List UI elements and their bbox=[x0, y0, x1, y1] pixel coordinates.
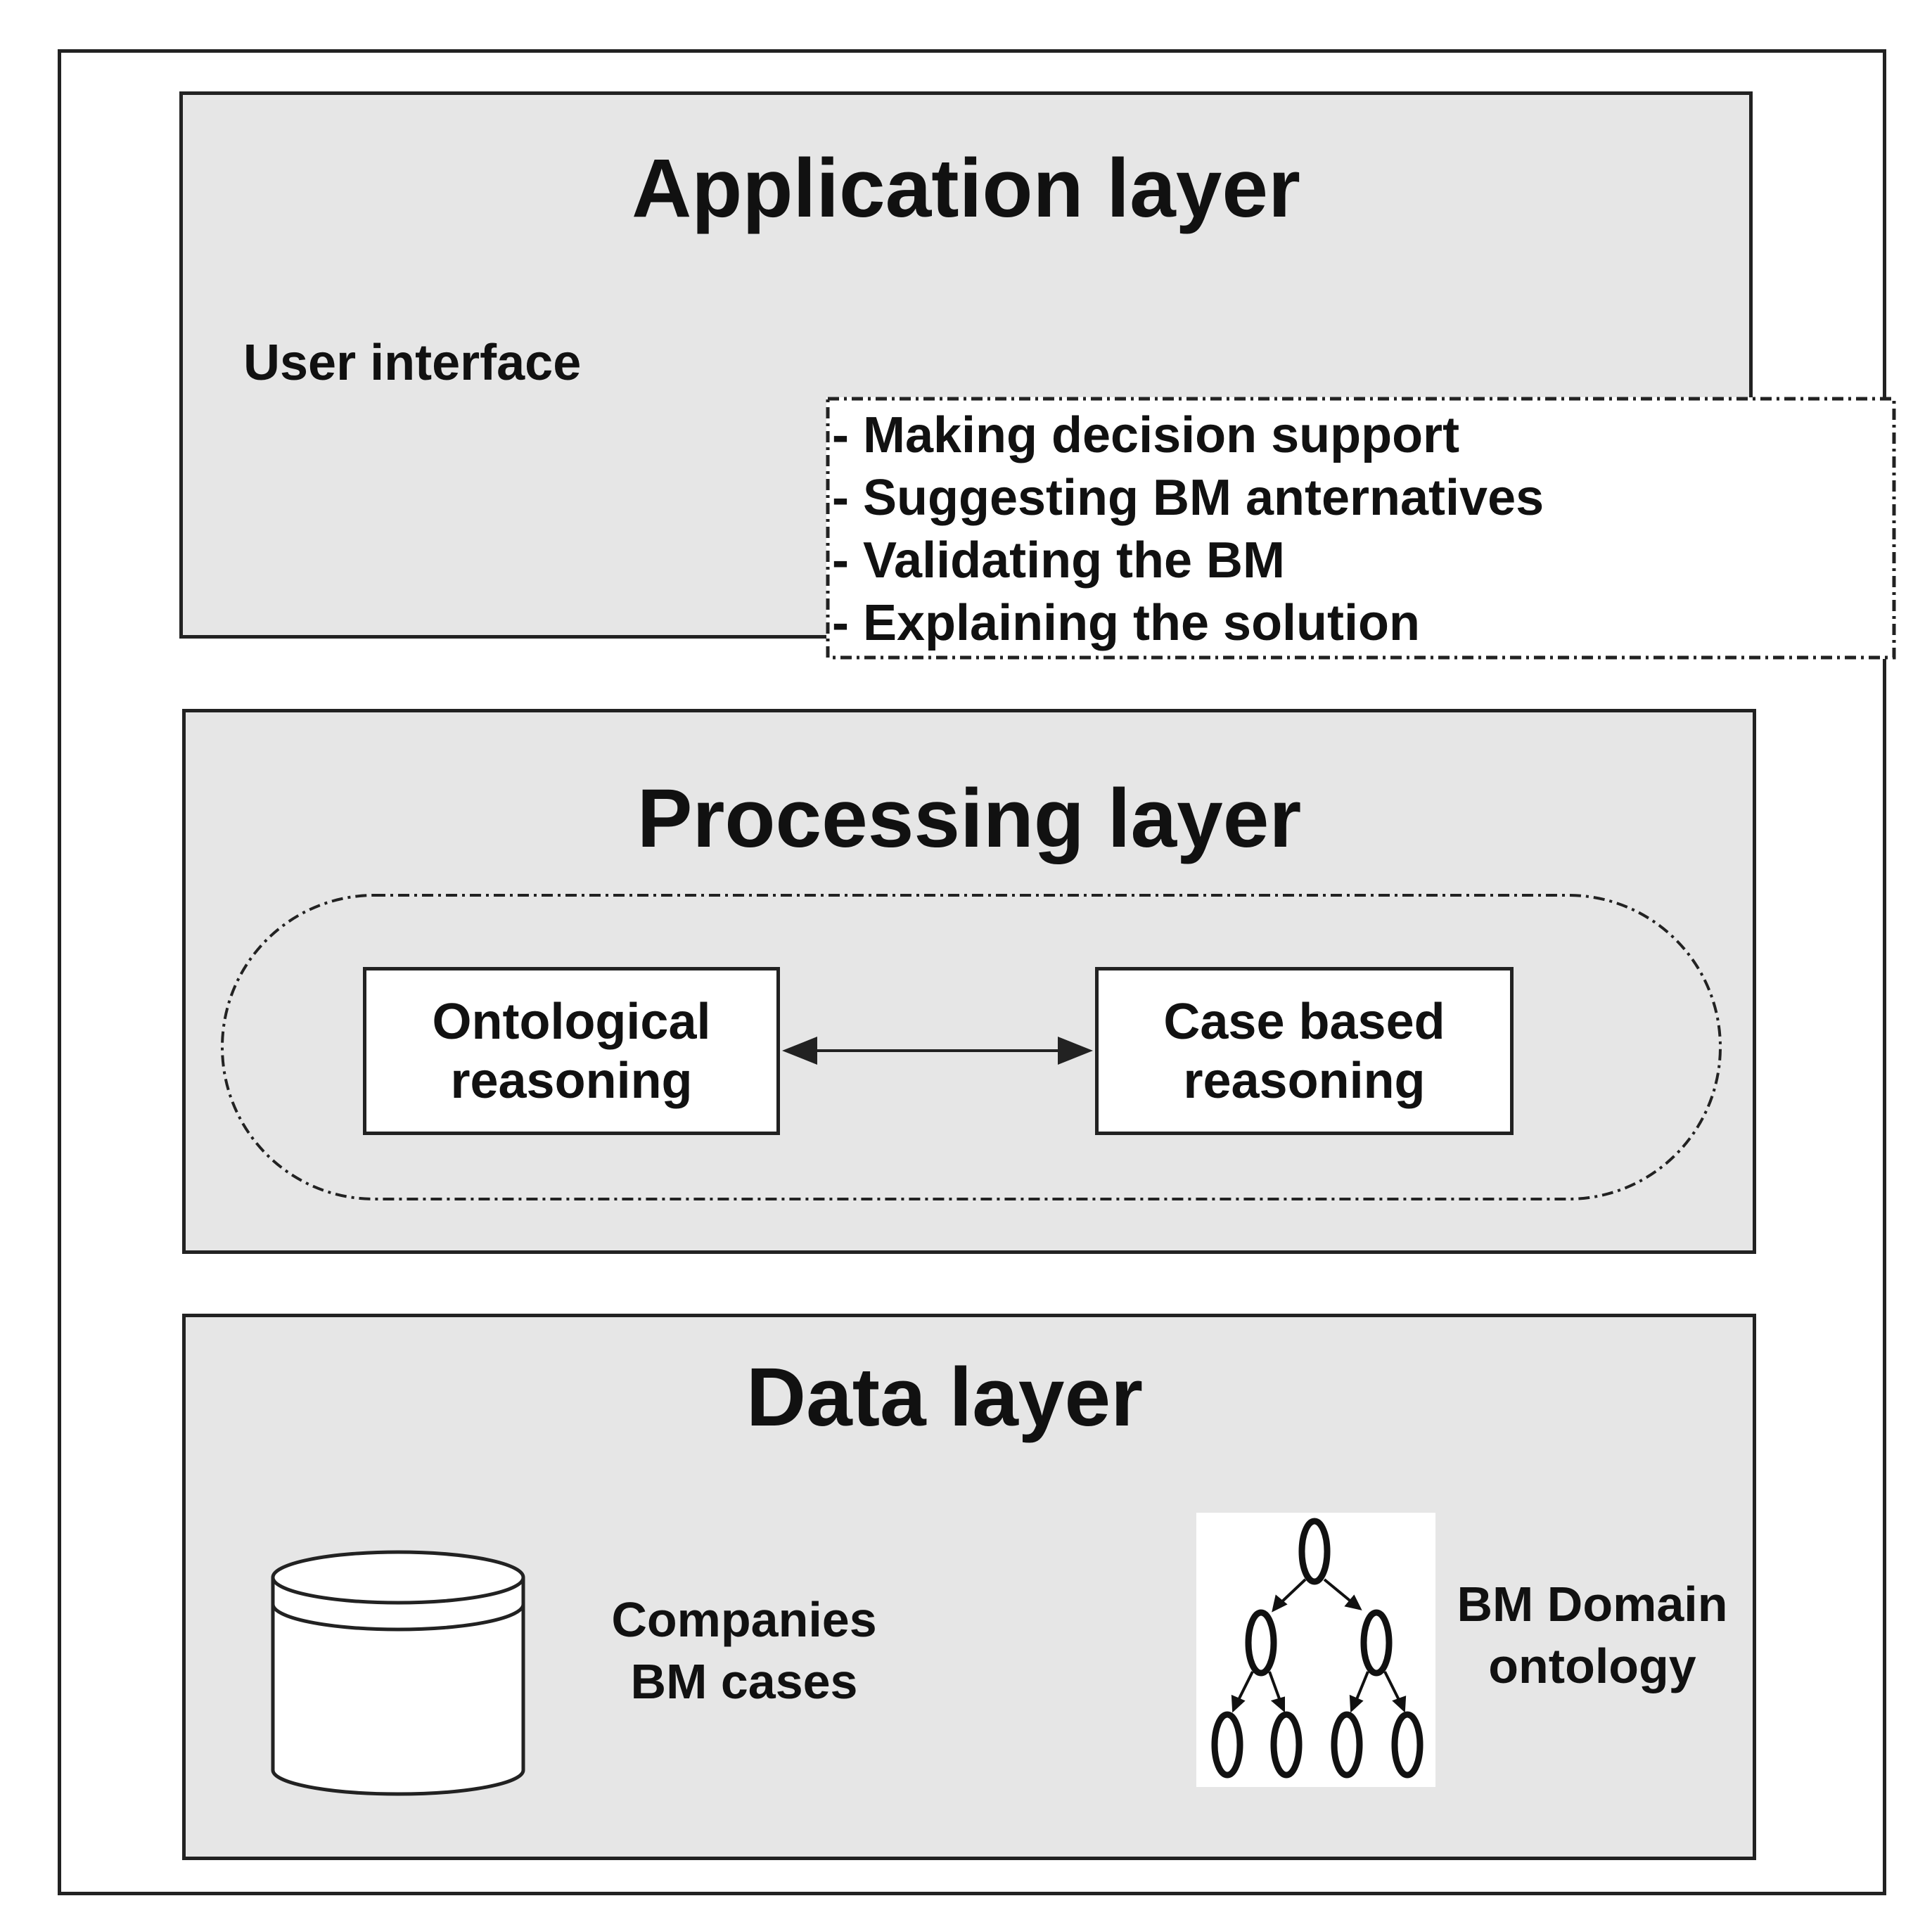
dash-dot-border bbox=[826, 397, 1896, 660]
ontology-line: ontology bbox=[1488, 1639, 1696, 1693]
ontology-tree-icon bbox=[1196, 1513, 1435, 1787]
bm-domain-line: BM Domain bbox=[1457, 1577, 1728, 1632]
data-layer: Data layer Companies BM cases bbox=[182, 1314, 1756, 1860]
application-layer: Application layer User interface - Makin… bbox=[179, 91, 1896, 660]
ontological-reasoning-line1: Ontological bbox=[432, 993, 711, 1050]
task-item: - Making decision support bbox=[832, 407, 1460, 463]
ontological-reasoning-line2: reasoning bbox=[450, 1052, 693, 1109]
architecture-frame: Application layer User interface - Makin… bbox=[58, 49, 1896, 1895]
application-layer-title: Application layer bbox=[632, 142, 1300, 235]
companies-bm-cases-label: Companies BM cases bbox=[589, 1589, 899, 1712]
task-list: - Making decision support - Suggesting B… bbox=[832, 404, 1544, 655]
processing-layer: Processing layer Ontological reasoning C… bbox=[182, 709, 1756, 1254]
companies-line: Companies bbox=[611, 1592, 877, 1647]
task-item: - Explaining the solution bbox=[832, 595, 1420, 651]
case-based-reasoning-line1: Case based bbox=[1163, 993, 1445, 1050]
processing-layer-title: Processing layer bbox=[636, 772, 1302, 865]
case-based-reasoning-box: Case based reasoning bbox=[1095, 967, 1514, 1135]
bidirectional-arrow-icon bbox=[782, 1037, 1093, 1065]
bm-domain-ontology-label: BM Domain ontology bbox=[1438, 1573, 1747, 1697]
task-item: - Suggesting BM anternatives bbox=[832, 470, 1544, 526]
database-icon bbox=[271, 1550, 525, 1796]
data-layer-title: Data layer bbox=[746, 1351, 1144, 1444]
case-based-reasoning-line2: reasoning bbox=[1183, 1052, 1426, 1109]
task-list-box: - Making decision support - Suggesting B… bbox=[826, 397, 1896, 660]
task-item: - Validating the BM bbox=[832, 532, 1286, 589]
user-interface-label: User interface bbox=[243, 335, 582, 391]
ontological-reasoning-box: Ontological reasoning bbox=[363, 967, 780, 1135]
bm-cases-line: BM cases bbox=[630, 1654, 858, 1709]
